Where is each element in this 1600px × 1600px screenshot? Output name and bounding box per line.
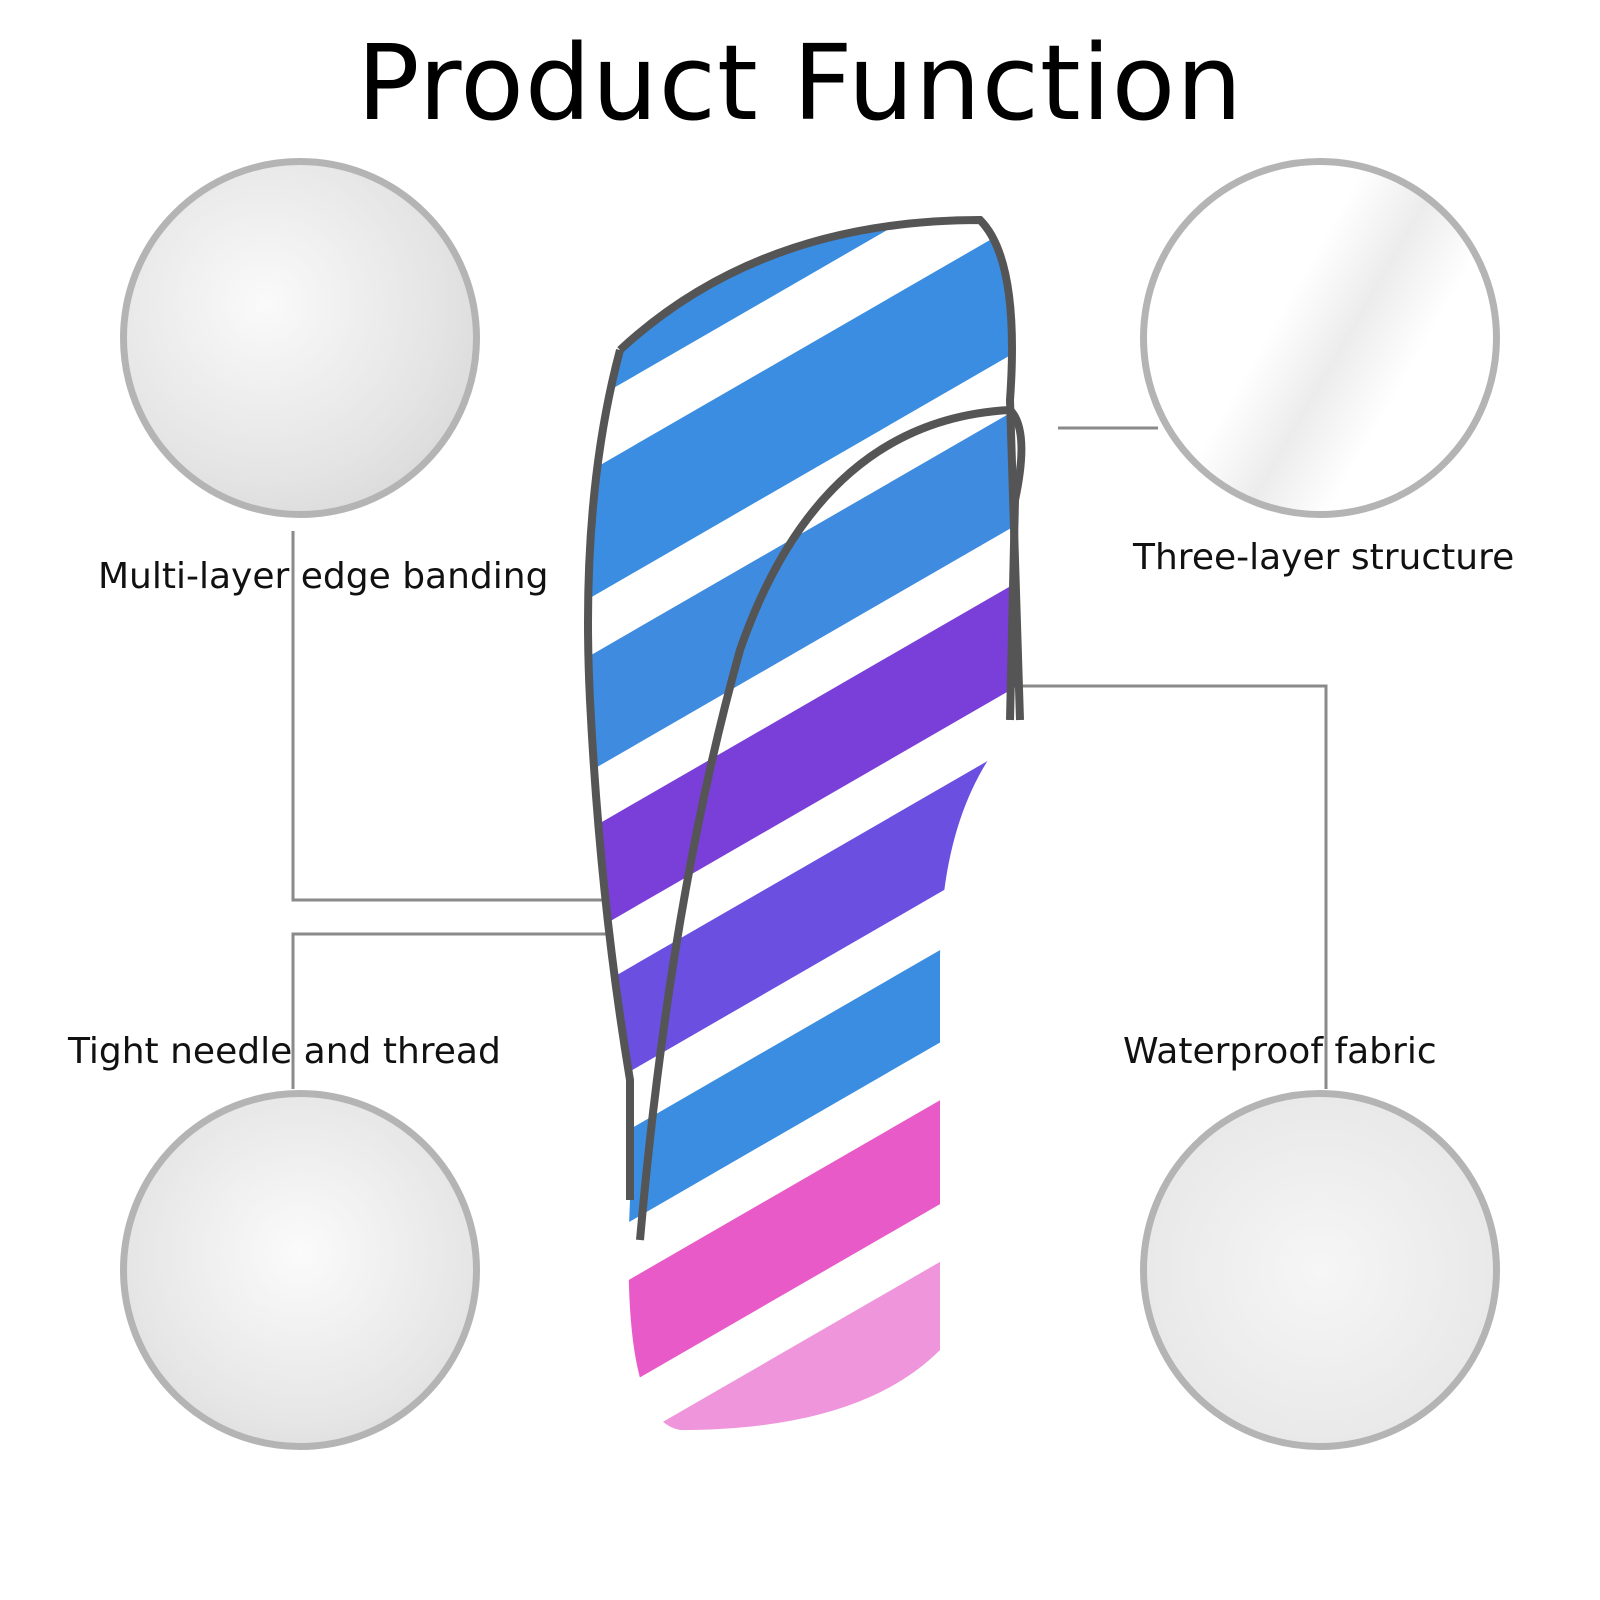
feature-label-edge-banding: Multi-layer edge banding — [98, 556, 549, 597]
callout-line-needle-thread — [291, 932, 612, 1089]
feature-label-needle-thread: Tight needle and thread — [68, 1031, 501, 1072]
feature-label-three-layer: Three-layer structure — [1133, 537, 1515, 578]
detail-circle-needle-thread — [120, 1090, 480, 1450]
detail-circle-edge-banding — [120, 158, 480, 518]
feature-label-waterproof: Waterproof fabric — [1123, 1031, 1437, 1072]
page-title: Product Function — [356, 22, 1244, 144]
detail-circle-three-layer — [1140, 158, 1500, 518]
callout-line-waterproof — [929, 684, 1328, 1089]
detail-circle-waterproof — [1140, 1090, 1500, 1450]
callout-line-edge-banding — [291, 531, 612, 902]
headcover-product-image — [584, 215, 1026, 1430]
